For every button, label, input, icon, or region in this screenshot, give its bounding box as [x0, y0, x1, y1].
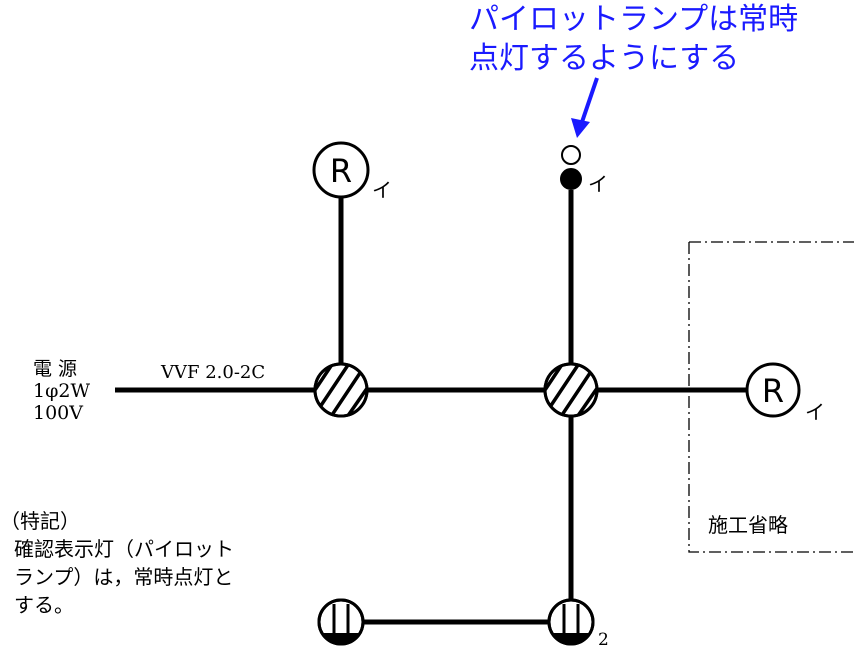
omitted-area-label: 施工省略 [708, 513, 788, 537]
lamp-top-letter: R [330, 152, 352, 190]
callout-line-1: パイロットランプは常時 [469, 2, 798, 37]
power-source-line-3: 100V [33, 402, 83, 424]
pilot-lamp-symbol [561, 145, 581, 165]
note-line-1: 確認表示灯（パイロット [14, 537, 234, 561]
power-source-line-1: 電 源 [33, 358, 77, 380]
lamp-right-symbol [745, 362, 801, 418]
note-title: （特記） [0, 509, 80, 533]
switch-symbol [560, 168, 582, 190]
callout-line-2: 点灯するようにする [469, 41, 739, 76]
outlet-right-count: 2 [598, 630, 609, 650]
note-line-3: する。 [14, 593, 74, 617]
power-source-line-2: 1φ2W [33, 380, 90, 402]
lamp-top-switch-mark: イ [372, 178, 392, 202]
note-line-2: ランプ）は，常時点灯と [14, 565, 233, 589]
cable-label: VVF 2.0-2C [160, 362, 265, 383]
pilot-switch-mark: イ [588, 172, 608, 196]
omitted-area-boundary [688, 241, 854, 553]
lamp-right-switch-mark: イ [805, 400, 825, 424]
callout-arrow-shaft [580, 77, 599, 123]
lamp-top-symbol [312, 141, 370, 199]
outlet-left-symbol [317, 598, 365, 646]
lamp-right-letter: R [762, 372, 784, 410]
outlet-right-symbol [547, 598, 595, 646]
callout-arrow-head [571, 118, 590, 138]
